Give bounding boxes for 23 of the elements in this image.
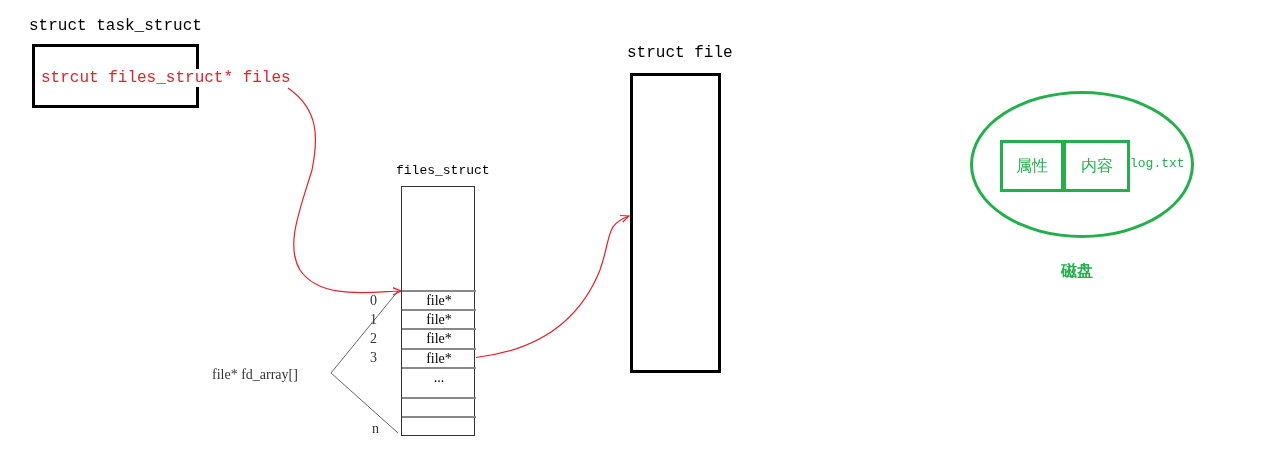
disk-label: 磁盘: [1061, 261, 1093, 282]
field-declaration: strcut files_struct* files: [41, 69, 291, 87]
array-label: file* fd_array[]: [212, 367, 298, 383]
struct-title: struct task_struct: [29, 17, 202, 35]
cell-text: file*: [425, 331, 453, 347]
cell-text: file*: [425, 351, 453, 367]
index-label: 3: [370, 350, 377, 366]
cell-text: file*: [425, 312, 453, 328]
box-text: 内容: [1079, 156, 1114, 177]
file-name: log.txt: [1130, 156, 1185, 171]
index-label: 2: [370, 331, 377, 347]
attribute-box: [1000, 140, 1064, 192]
struct-title: struct file: [627, 44, 733, 62]
struct-title: files_struct: [396, 163, 490, 178]
pointer-arrow: [287, 87, 402, 296]
index-label: n: [372, 421, 379, 437]
cell-text: ...: [432, 370, 446, 386]
pointer-arrow: [475, 215, 630, 359]
index-label: 0: [370, 293, 377, 309]
attribute-box: [1063, 140, 1130, 192]
cell-text: file*: [425, 293, 453, 309]
box-text: 属性: [1015, 156, 1049, 177]
index-label: 1: [370, 312, 377, 328]
